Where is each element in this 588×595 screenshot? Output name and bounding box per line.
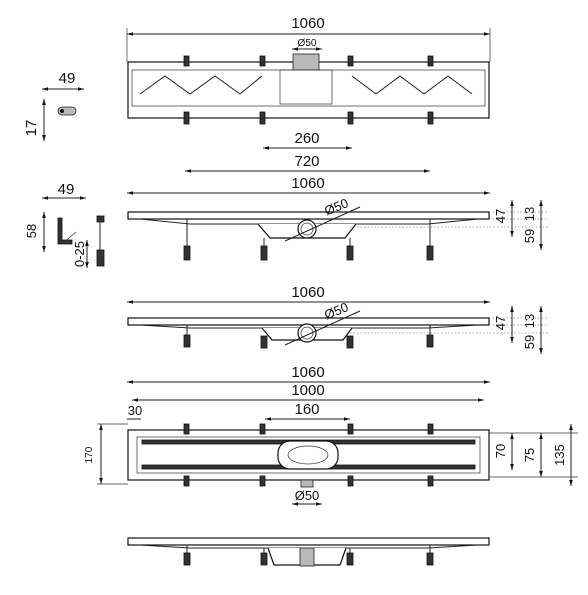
h1-label: 47 xyxy=(493,316,508,330)
outlet-pipe xyxy=(300,479,314,488)
offset-label: 30 xyxy=(128,403,142,418)
grate-label: 160 xyxy=(294,401,319,418)
h3-label: 13 xyxy=(522,314,537,328)
dim-a-label: 260 xyxy=(294,130,319,147)
outlet-sump xyxy=(277,440,339,470)
leg-head xyxy=(96,215,105,223)
bracing-left xyxy=(139,75,263,95)
overall-label: 1060 xyxy=(291,364,324,381)
bottom-view xyxy=(127,537,490,567)
h2-label: 59 xyxy=(522,335,537,349)
dim-b-label: 720 xyxy=(294,153,319,170)
outlet-stub xyxy=(292,53,320,71)
bracket-height-label: 17 xyxy=(23,120,40,137)
profile-height-label: 58 xyxy=(24,224,39,238)
h1-label: 47 xyxy=(493,209,508,223)
outlet-pipe xyxy=(299,547,315,567)
bracing-right xyxy=(351,75,473,95)
side-view-1: 260 720 1060 Ø50 47 59 13 xyxy=(127,130,548,261)
feet-plan xyxy=(183,423,434,487)
h3-label: 13 xyxy=(522,207,537,221)
depth-label: 170 xyxy=(84,446,95,463)
width-label: 1060 xyxy=(291,175,324,192)
bracket-hole xyxy=(60,109,64,113)
channel-frame xyxy=(136,436,481,474)
width-label: 1060 xyxy=(291,284,324,301)
outlet-box xyxy=(279,69,333,105)
leg-foot xyxy=(96,249,105,267)
outlet-inner xyxy=(300,222,314,236)
width-label: 1060 xyxy=(291,15,324,32)
d1-label: 70 xyxy=(493,444,508,458)
legs-2 xyxy=(183,325,434,349)
channel-body xyxy=(127,61,490,119)
d2-label: 75 xyxy=(522,448,537,462)
outlet-label: Ø50 xyxy=(295,488,320,503)
profile-adjust-label: 0-25 xyxy=(72,241,87,267)
d3-label: 135 xyxy=(552,444,567,466)
inner-label: 1000 xyxy=(291,382,324,399)
outlet-drain xyxy=(287,445,329,465)
outlet-leader xyxy=(284,206,361,242)
side-view-2: 1060 Ø50 47 59 13 xyxy=(127,284,548,354)
profile-width-label: 49 xyxy=(58,181,75,198)
legs-1 xyxy=(183,219,434,261)
bracket-width-label: 49 xyxy=(59,70,76,87)
feet-top xyxy=(183,55,434,125)
outlet-inner xyxy=(300,326,314,340)
top-view: 1060 Ø50 xyxy=(126,15,491,125)
profile-shape xyxy=(57,217,73,245)
outlet-label: Ø50 xyxy=(298,38,317,49)
channel-top-plate xyxy=(127,211,490,220)
h2-label: 59 xyxy=(522,229,537,243)
profile-detail: 49 58 0-25 xyxy=(24,181,105,268)
channel-top-plate xyxy=(127,537,490,546)
legs-bottom xyxy=(183,545,434,566)
plan-view: 1060 1000 30 160 Ø50 170 70 75 xyxy=(84,364,578,506)
bracket-shape xyxy=(57,106,77,116)
outlet-leader xyxy=(284,310,361,346)
side-bracket: 49 17 xyxy=(23,70,84,141)
profile-slope xyxy=(61,231,77,245)
